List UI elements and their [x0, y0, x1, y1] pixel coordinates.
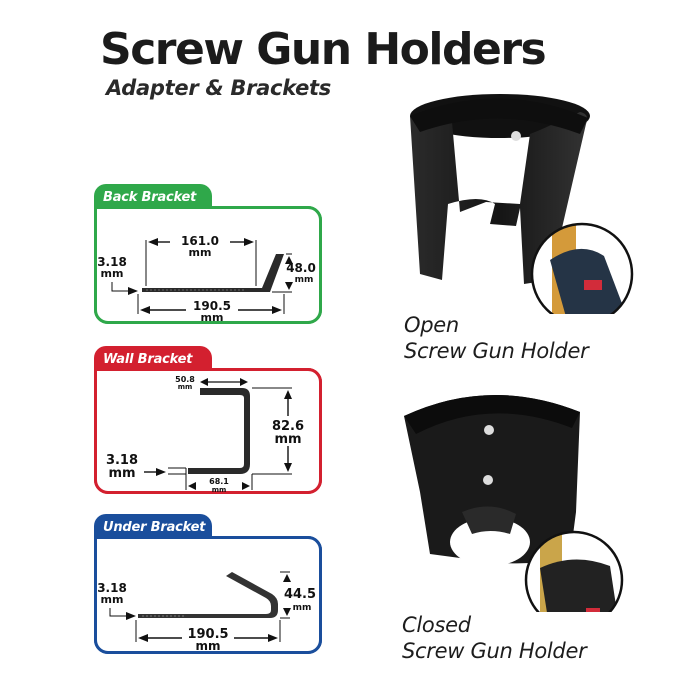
svg-text:mm: mm: [178, 383, 193, 391]
svg-text:44.5: 44.5: [284, 587, 316, 602]
svg-text:mm: mm: [101, 267, 124, 280]
back-bracket-diagram: 161.0 mm 48.0 mm 3.18 mm 190.5 mm: [97, 234, 316, 324]
svg-text:mm: mm: [108, 466, 135, 481]
svg-text:mm: mm: [293, 603, 312, 613]
under-bracket-shape: [138, 572, 278, 618]
svg-text:190.5: 190.5: [193, 299, 231, 313]
page-subtitle: Adapter & Brackets: [106, 76, 331, 100]
under-bracket-diagram: 44.5 mm 3.18 mm 190.5 mm: [97, 571, 316, 653]
svg-text:68.1: 68.1: [209, 477, 229, 486]
svg-text:190.5: 190.5: [187, 627, 228, 642]
svg-text:3.18: 3.18: [106, 453, 138, 468]
svg-text:mm: mm: [274, 432, 301, 447]
drill-inset-open: [532, 224, 632, 314]
svg-text:3.18: 3.18: [97, 581, 127, 595]
svg-text:mm: mm: [195, 639, 220, 653]
drill-inset-closed: [526, 532, 622, 612]
open-holder-caption: Open Screw Gun Holder: [404, 313, 589, 363]
wall-bracket-diagram: 50.8 mm 82.6 mm 3.18 mm 68.1 mm: [106, 375, 304, 494]
svg-text:mm: mm: [101, 593, 124, 606]
svg-text:3.18: 3.18: [97, 255, 127, 269]
svg-text:50.8: 50.8: [175, 375, 195, 384]
svg-text:mm: mm: [212, 486, 227, 494]
closed-holder-photo: [404, 394, 624, 612]
svg-text:48.0: 48.0: [286, 261, 316, 275]
svg-text:82.6: 82.6: [272, 419, 304, 434]
under-bracket-card: Under Bracket 44.5 mm 3.18 mm 190.5 mm: [94, 514, 322, 658]
page-title: Screw Gun Holders: [100, 24, 547, 75]
closed-holder-caption: Closed Screw Gun Holder: [402, 613, 587, 663]
wall-bracket-card: Wall Bracket 50.8 mm 82.6 mm 3.18 mm 68.…: [94, 346, 322, 496]
svg-text:mm: mm: [295, 275, 314, 285]
back-bracket-shape: [142, 254, 284, 292]
back-bracket-card: Back Bracket 161.0 mm 48.0 mm 3.18 mm 19…: [94, 184, 322, 328]
svg-text:161.0: 161.0: [181, 234, 219, 248]
svg-text:mm: mm: [201, 311, 224, 324]
svg-text:mm: mm: [189, 246, 212, 259]
wall-bracket-shape: [188, 388, 250, 474]
open-holder-photo: [410, 94, 634, 314]
